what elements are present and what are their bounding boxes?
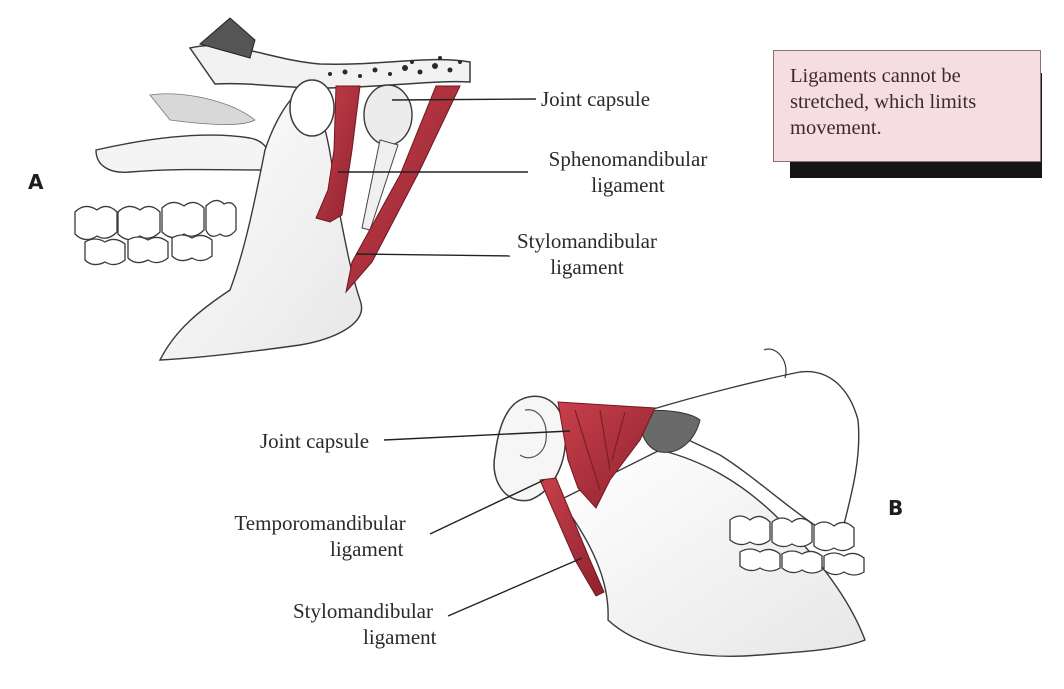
label-b-temporomandibular-line2: ligament (210, 536, 430, 562)
label-a-sphenomandibular-line2: ligament (528, 172, 728, 198)
label-a-stylomandibular-line2: ligament (497, 254, 677, 280)
panel-b-orbit (764, 349, 786, 378)
note-line-2: stretched, which limits (790, 89, 1030, 115)
label-b-joint-capsule: Joint capsule (260, 428, 369, 454)
panel-b-letter: B (888, 496, 903, 520)
panel-a-shading (150, 94, 255, 125)
panel-a-zygomatic-arch (96, 135, 269, 172)
label-a-stylomandibular: Stylomandibular ligament (497, 228, 677, 280)
panel-a-letter: A (28, 170, 43, 194)
panel-a-joint-capsule-shape (364, 85, 412, 145)
panel-a-skull (75, 18, 470, 360)
note-line-1: Ligaments cannot be (790, 63, 1030, 89)
label-b-stylomandibular: Stylomandibular ligament (268, 598, 458, 650)
label-a-sphenomandibular: Sphenomandibular ligament (528, 146, 728, 198)
label-b-stylomandibular-line1: Stylomandibular (268, 598, 458, 624)
note-box: Ligaments cannot be stretched, which lim… (773, 50, 1041, 162)
label-b-temporomandibular-line1: Temporomandibular (210, 510, 430, 536)
label-b-stylomandibular-line2: ligament (268, 624, 458, 650)
label-a-sphenomandibular-line1: Sphenomandibular (528, 146, 728, 172)
note-line-3: movement. (790, 115, 1030, 141)
panel-a-condyle (290, 80, 334, 136)
panel-a-teeth (75, 200, 236, 264)
label-a-stylomandibular-line1: Stylomandibular (497, 228, 677, 254)
label-a-joint-capsule: Joint capsule (541, 86, 650, 112)
label-b-temporomandibular: Temporomandibular ligament (210, 510, 430, 562)
